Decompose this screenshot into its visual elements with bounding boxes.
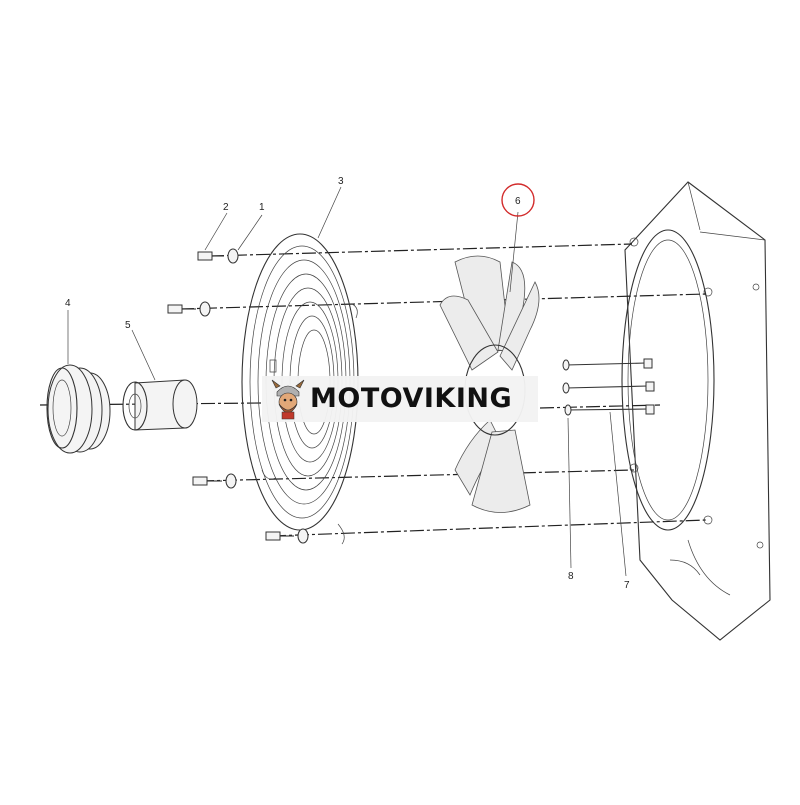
bolt-washer-bottom	[265, 528, 309, 544]
callout-1: 1	[259, 202, 265, 213]
bolt-washer-top	[197, 248, 239, 264]
pulley-part	[46, 364, 111, 454]
viking-mascot-icon	[271, 379, 305, 420]
callout-8: 8	[568, 571, 574, 582]
leader-lines	[67, 186, 627, 577]
bolt-washer-upper	[167, 301, 211, 317]
callout-6: 6	[515, 196, 521, 207]
callout-7: 7	[624, 580, 630, 591]
callout-2: 2	[223, 202, 229, 213]
callout-4: 4	[65, 298, 71, 309]
spacer-part	[122, 379, 198, 431]
callout-labels: 1 2 3 4 5 6 7 8	[65, 176, 630, 591]
bolt-washer-set	[167, 248, 309, 544]
fan-part	[439, 255, 540, 513]
watermark-banner	[262, 376, 538, 422]
long-bolt-set	[562, 358, 655, 416]
callout-3: 3	[338, 176, 344, 187]
callout-6-highlight-circle	[501, 183, 535, 217]
fan-shroud	[621, 181, 771, 641]
watermark-text: MOTOVIKING	[310, 383, 513, 414]
bolt-washer-lower	[192, 473, 237, 489]
callout-5: 5	[125, 320, 131, 331]
